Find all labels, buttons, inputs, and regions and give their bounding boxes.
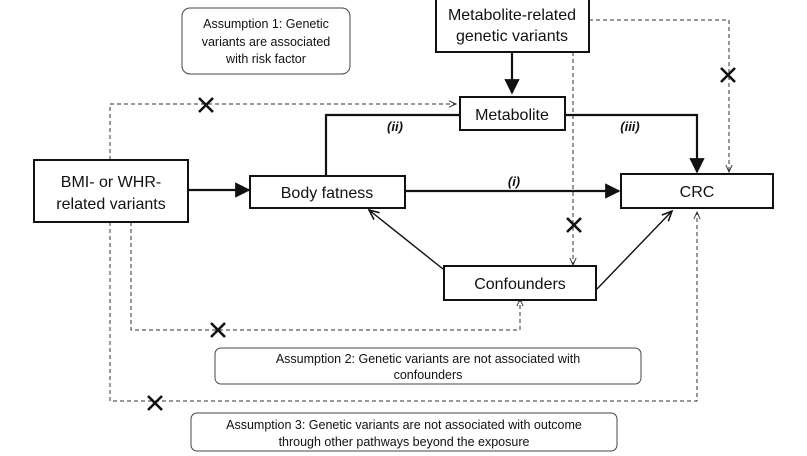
arrow-confounders-to-crc [596, 211, 672, 290]
node-confounders: Confounders [443, 265, 597, 301]
node-confounders-label: Confounders [474, 276, 566, 293]
dashed-bmi-to-crc [109, 212, 697, 402]
assumption-3-note: Assumption 3: Genetic variants are not a… [190, 412, 618, 452]
dashed-metabolite-variants-to-crc [589, 19, 729, 172]
dashed-bmi-to-confounders [130, 222, 520, 331]
node-metabolite-variants-line1: Metabolite-related [448, 7, 576, 24]
x-mark-icon [147, 395, 163, 411]
assumption-2-line1: Assumption 2: Genetic variants are not a… [276, 352, 580, 366]
path-label-iii: (iii) [620, 119, 640, 134]
assumption-1-line2: variants are associated [202, 35, 331, 49]
node-metabolite-variants: Metabolite-related genetic variants [435, 0, 590, 53]
node-crc-label: CRC [680, 184, 715, 201]
dashed-bmi-to-metabolite [109, 104, 456, 160]
node-crc: CRC [620, 173, 774, 209]
dashed-paths [109, 19, 729, 402]
node-metabolite: Metabolite [459, 96, 566, 131]
node-body-fatness-label: Body fatness [281, 185, 374, 202]
path-label-i: (i) [508, 174, 520, 189]
assumption-2-note: Assumption 2: Genetic variants are not a… [214, 347, 642, 385]
node-metabolite-variants-line2: genetic variants [456, 28, 568, 45]
node-body-fatness: Body fatness [249, 175, 406, 209]
x-mark-icon [566, 217, 582, 233]
assumption-3-line2: through other pathways beyond the exposu… [279, 435, 530, 449]
x-mark-icon [198, 97, 214, 113]
x-mark-icon [210, 322, 226, 338]
arrow-confounders-to-body-fatness [369, 210, 444, 270]
arrow-path-iii [566, 113, 705, 174]
node-bmi-variants-line1: BMI- or WHR- [61, 174, 161, 191]
path-label-ii: (ii) [387, 119, 403, 134]
node-bmi-variants: BMI- or WHR- related variants [33, 159, 189, 223]
assumption-2-line2: confounders [394, 368, 463, 382]
assumption-1-line3: with risk factor [225, 52, 306, 66]
assumption-1-line1: Assumption 1: Genetic [203, 17, 329, 31]
node-metabolite-label: Metabolite [475, 107, 549, 124]
line-path-ii [324, 113, 460, 176]
node-bmi-variants-line2: related variants [56, 196, 165, 213]
assumption-3-line1: Assumption 3: Genetic variants are not a… [226, 418, 582, 432]
assumption-1-note: Assumption 1: Genetic variants are assoc… [181, 7, 351, 75]
x-mark-icon [720, 67, 736, 83]
causal-paths [188, 53, 705, 290]
